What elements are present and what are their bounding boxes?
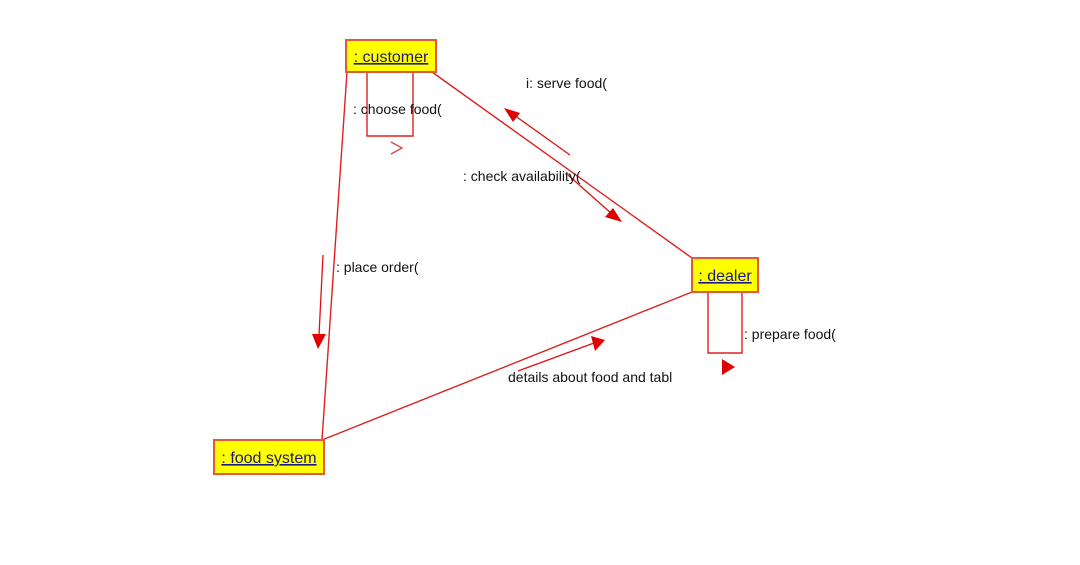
object-food-system[interactable]: : food system	[213, 439, 325, 475]
object-customer[interactable]: : customer	[345, 39, 437, 73]
check-availability-arrow-line	[567, 174, 613, 215]
choose-food-label: : choose food(	[353, 101, 442, 117]
serve-food-label: i: serve food(	[526, 75, 607, 91]
details-label: details about food and tabl	[508, 369, 672, 385]
serve-food-arrow-line	[513, 114, 571, 156]
link-dealer-food-system	[321, 291, 693, 441]
check-availability-label: : check availability(	[463, 168, 581, 184]
object-dealer[interactable]: : dealer	[691, 257, 759, 293]
self-link-dealer	[707, 292, 743, 354]
details-arrowhead	[591, 336, 605, 351]
prepare-food-label: : prepare food(	[744, 326, 836, 342]
self-link-customer	[366, 72, 414, 137]
place-order-arrowhead	[312, 334, 326, 349]
check-availability-arrowhead	[605, 208, 622, 222]
serve-food-arrowhead	[504, 108, 520, 122]
object-food-system-box	[213, 439, 325, 475]
object-customer-label: : customer	[354, 49, 429, 66]
place-order-arrow-line	[318, 254, 324, 336]
link-customer-dealer	[431, 71, 693, 259]
object-dealer-box	[691, 257, 759, 293]
object-dealer-label: : dealer	[698, 268, 752, 285]
link-customer-food-system	[321, 71, 348, 441]
choose-food-arrowhead	[390, 141, 404, 155]
prepare-food-arrowhead	[722, 359, 735, 375]
place-order-label: : place order(	[336, 259, 419, 275]
object-customer-box	[345, 39, 437, 73]
details-arrow-line	[517, 342, 595, 372]
object-food-system-label: : food system	[221, 450, 316, 467]
